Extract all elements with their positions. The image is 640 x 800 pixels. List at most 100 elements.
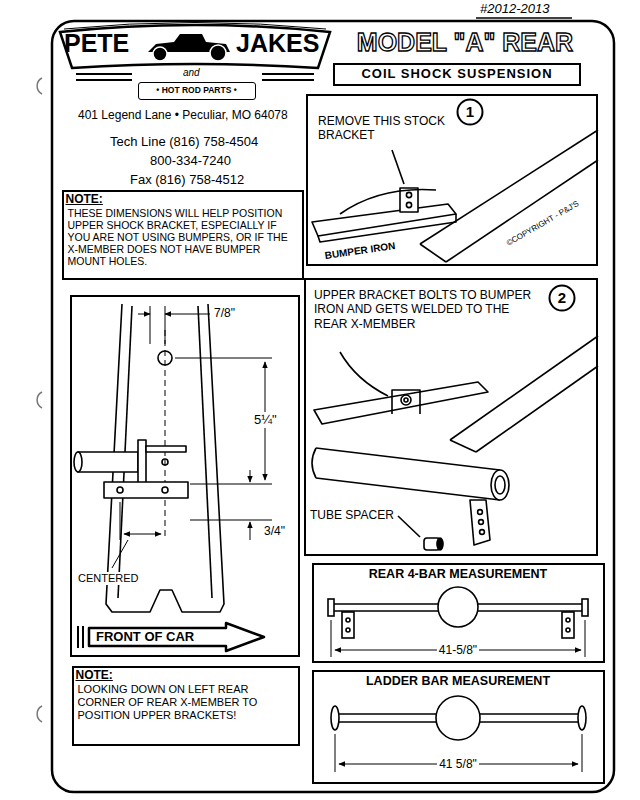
note-box: NOTE:THESE DIMENSIONS WILL HELP POSITION… (62, 190, 304, 280)
upper-bracket-sketch (495, 476, 505, 494)
dimension-panel: 7/8"5¼"3/4"CENTEREDFRONT OF CAR (70, 295, 300, 657)
crossmember-dimension-sketch (175, 358, 272, 359)
measurement-heading: REAR 4-BAR MEASUREMENT (369, 567, 547, 582)
crossmember-dimension-sketch (250, 522, 251, 540)
upper-bracket-sketch (480, 530, 485, 535)
page-frame (52, 21, 614, 792)
subtitle-box: COIL SHOCK SUSPENSION (333, 63, 581, 86)
measurement-heading: LADDER BAR MEASUREMENT (366, 674, 550, 689)
upper-bracket-sketch (316, 448, 500, 470)
four-bar-axle-sketch (342, 612, 354, 638)
crossmember-dimension-sketch (74, 452, 82, 472)
bracket-removal-sketch (446, 160, 598, 262)
upper-bracket-sketch (401, 395, 411, 405)
dimension-label: 3/4" (264, 524, 285, 538)
direction-text: FRONT OF CAR (96, 629, 194, 645)
binder-hole (37, 392, 42, 408)
phone-text: 800-334-7240 (150, 153, 231, 169)
note-text: THESE DIMENSIONS WILL HELP POSITION UPPE… (68, 207, 296, 267)
direction-arrow: FRONT OF CAR (88, 622, 266, 652)
sheet-number-underline (476, 17, 572, 18)
address-text: 401 Legend Lane • Peculiar, MO 64078 (78, 108, 288, 122)
callout-number-text: 2 (558, 289, 566, 307)
four-bar-axle-sketch (328, 599, 334, 616)
crossmember-dimension-sketch (198, 306, 212, 598)
part-name: TUBE SPACER (310, 508, 394, 522)
upper-bracket-sketch (476, 366, 598, 452)
subtitle-text: COIL SHOCK SUSPENSION (361, 66, 552, 82)
logo-outline (60, 25, 330, 68)
crossmember-dimension-sketch (162, 459, 168, 465)
upper-bracket-sketch (479, 520, 484, 525)
bracket-removal-sketch (392, 150, 404, 184)
callout-text: UPPER BRACKET BOLTS TO BUMPER IRON AND G… (314, 288, 536, 331)
crossmember-dimension-sketch (78, 626, 83, 648)
sheet-number-underline (476, 17, 572, 18)
hot-rod-wheel (153, 47, 167, 61)
note-text: LOOKING DOWN ON LEFT REAR CORNER OF REAR… (78, 683, 294, 723)
measurement-box: LADDER BAR MEASUREMENT 41 5/8" (312, 670, 605, 784)
callout-number: 1 (456, 98, 484, 126)
crossmember-dimension-sketch (104, 482, 188, 498)
phone-text: Tech Line (816) 758-4504 (110, 134, 258, 150)
note-box: NOTE:LOOKING DOWN ON LEFT REAR CORNER OF… (72, 666, 300, 746)
crossmember-dimension-sketch (117, 487, 123, 493)
bracket-removal-sketch (420, 244, 446, 262)
upper-bracket-sketch (404, 398, 408, 402)
four-bar-axle-sketch (566, 618, 570, 622)
fax-text: Fax (816) 758-4512 (130, 172, 244, 188)
crossmember-dimension-sketch (124, 534, 161, 535)
upper-bracket-sketch (398, 516, 420, 537)
crossmember-dimension-sketch (190, 484, 272, 485)
part-name: BUMPER IRON (324, 240, 396, 262)
upper-bracket-sketch (392, 390, 420, 414)
bracket-removal-sketch (340, 190, 436, 215)
ladder-bar-axle-sketch (436, 696, 480, 740)
upper-bracket-sketch (478, 510, 483, 515)
callout-number: 2 (548, 284, 576, 312)
crossmember-dimension-sketch (165, 314, 210, 315)
logo-badge: PETEJAKESand• HOT ROD PARTS • (56, 22, 334, 102)
dimension-label: CENTERED (76, 572, 141, 585)
bracket-removal-sketch (312, 204, 456, 236)
crossmember-dimension-sketch (190, 520, 272, 521)
binder-hole (37, 706, 42, 722)
callout-circle (550, 286, 575, 311)
crossmember-dimension-sketch (165, 306, 166, 344)
logo-text: JAKES (236, 28, 319, 58)
arrow-outline (89, 623, 264, 651)
ladder-bar-axle-sketch (331, 696, 586, 772)
crossmember-dimension-sketch (150, 306, 151, 344)
crossmember-dimension-sketch (250, 470, 251, 482)
crossmember-dimension-sketch (78, 452, 138, 472)
four-bar-axle-sketch (331, 620, 585, 657)
binder-hole (37, 78, 42, 722)
step-panel: UPPER BRACKET BOLTS TO BUMPER IRON AND G… (304, 278, 598, 556)
logo-trim (64, 23, 326, 30)
crossmember-dimension-sketch (112, 540, 128, 568)
upper-bracket-sketch (491, 470, 509, 500)
upper-bracket-sketch (314, 382, 488, 424)
note-heading: NOTE: (76, 668, 113, 682)
copyright-text: ©COPYRIGHT - P&J'S (505, 199, 581, 248)
upper-bracket-sketch (437, 538, 443, 550)
upper-bracket-sketch (450, 440, 476, 452)
four-bar-axle-sketch (328, 587, 588, 657)
page-frame (52, 21, 614, 792)
logo-banner-text: • HOT ROD PARTS • (156, 85, 236, 95)
note-heading: NOTE: (66, 192, 103, 206)
four-bar-axle-sketch (346, 618, 350, 622)
hot-rod-wheel (210, 45, 226, 61)
crossmember-dimension-sketch (138, 440, 146, 484)
bracket-removal-sketch (406, 192, 411, 197)
callout-text: REMOVE THIS STOCK BRACKET (318, 114, 450, 143)
logo-text: and (183, 67, 200, 79)
step-panel: REMOVE THIS STOCK BRACKET BUMPER IRON ©COP… (306, 94, 598, 266)
upper-bracket-sketch (340, 352, 388, 396)
dimension-label: 41 5/8" (437, 757, 479, 771)
ladder-bar-axle-sketch (331, 706, 339, 730)
bracket-removal-sketch (406, 202, 411, 207)
crossmember-dimension-sketch (74, 304, 272, 648)
callout-circle (458, 100, 483, 125)
